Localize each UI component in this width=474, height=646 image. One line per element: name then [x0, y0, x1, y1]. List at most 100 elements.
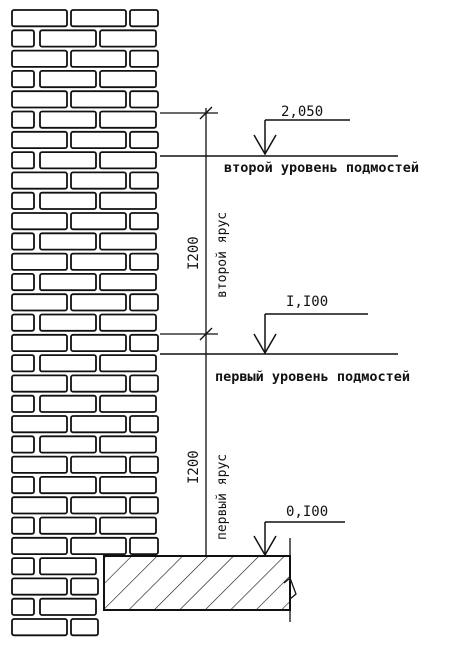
brick — [11, 577, 68, 596]
brick — [11, 151, 35, 170]
brick — [70, 536, 127, 555]
first-level-caption: первый уровень подмостей — [215, 369, 410, 385]
brick — [39, 394, 97, 413]
brick — [11, 29, 35, 48]
second-level-mark: 2,050 — [281, 104, 323, 120]
brick — [11, 516, 35, 535]
brick — [11, 130, 68, 150]
brick — [129, 130, 159, 150]
brick — [129, 212, 159, 231]
brick — [11, 394, 35, 413]
brick — [11, 70, 35, 89]
brick — [39, 354, 97, 373]
break-mark — [283, 538, 297, 622]
brick — [11, 333, 68, 352]
brick — [39, 597, 97, 616]
brick — [11, 455, 68, 474]
brick — [11, 191, 35, 210]
dimension-line — [160, 106, 218, 556]
brick — [70, 212, 127, 231]
brick — [99, 272, 157, 292]
elevation-mark-second — [253, 119, 350, 156]
brick — [70, 618, 99, 637]
brick — [70, 415, 127, 434]
brick — [11, 49, 68, 68]
brick — [11, 293, 68, 312]
lower-tier-name: первый ярус — [215, 454, 230, 540]
brick — [39, 191, 97, 210]
foundation-slab — [103, 555, 291, 611]
brick — [129, 374, 159, 393]
elevation-mark-base — [253, 521, 345, 557]
brick — [70, 130, 127, 150]
brick — [99, 232, 157, 251]
brick — [70, 333, 127, 352]
brick — [129, 9, 159, 28]
brick — [70, 374, 127, 393]
upper-tier-dimension: I200 — [186, 236, 202, 270]
brick — [129, 293, 159, 312]
brick — [129, 49, 159, 68]
brick — [11, 536, 68, 555]
base-level-mark: 0,I00 — [286, 504, 328, 520]
brick — [11, 232, 35, 251]
brick — [39, 557, 97, 576]
brick — [99, 151, 157, 170]
brick — [39, 29, 97, 48]
brick — [39, 313, 97, 332]
brick — [129, 252, 159, 271]
brick — [11, 212, 68, 231]
brick — [39, 232, 97, 251]
brick — [39, 475, 97, 495]
first-level-mark: I,I00 — [286, 294, 328, 310]
brick — [11, 496, 68, 515]
brick — [11, 252, 68, 271]
upper-tier-name: второй ярус — [215, 212, 230, 298]
brick — [99, 313, 157, 332]
brick — [70, 49, 127, 68]
brick — [129, 415, 159, 434]
brick — [11, 313, 35, 332]
brick — [129, 455, 159, 474]
brick — [11, 9, 68, 28]
brick — [70, 90, 127, 109]
brick — [70, 171, 127, 190]
brick — [39, 272, 97, 292]
brick — [11, 374, 68, 393]
brick — [39, 435, 97, 454]
brick — [11, 597, 35, 616]
elevation-mark-first — [253, 313, 368, 355]
brick — [39, 516, 97, 535]
brick — [70, 496, 127, 515]
brick — [11, 90, 68, 109]
lower-tier-dimension: I200 — [186, 450, 202, 484]
brick — [70, 293, 127, 312]
brick — [99, 394, 157, 413]
brick-wall — [11, 9, 159, 637]
brick — [99, 354, 157, 373]
brick — [70, 455, 127, 474]
brick — [11, 475, 35, 495]
brick — [99, 110, 157, 129]
brick — [70, 577, 99, 596]
brick — [129, 333, 159, 352]
brick — [129, 496, 159, 515]
brick — [99, 191, 157, 210]
brick — [39, 110, 97, 129]
brick — [99, 516, 157, 535]
brick — [11, 415, 68, 434]
brick — [39, 70, 97, 89]
brick — [129, 90, 159, 109]
second-level-caption: второй уровень подмостей — [224, 160, 419, 176]
brick — [99, 435, 157, 454]
brick — [129, 171, 159, 190]
brick — [11, 435, 35, 454]
brick — [99, 29, 157, 48]
brick — [11, 272, 35, 292]
brick — [99, 475, 157, 495]
brick — [39, 151, 97, 170]
brick — [11, 171, 68, 190]
brick — [99, 70, 157, 89]
brick — [11, 110, 35, 129]
